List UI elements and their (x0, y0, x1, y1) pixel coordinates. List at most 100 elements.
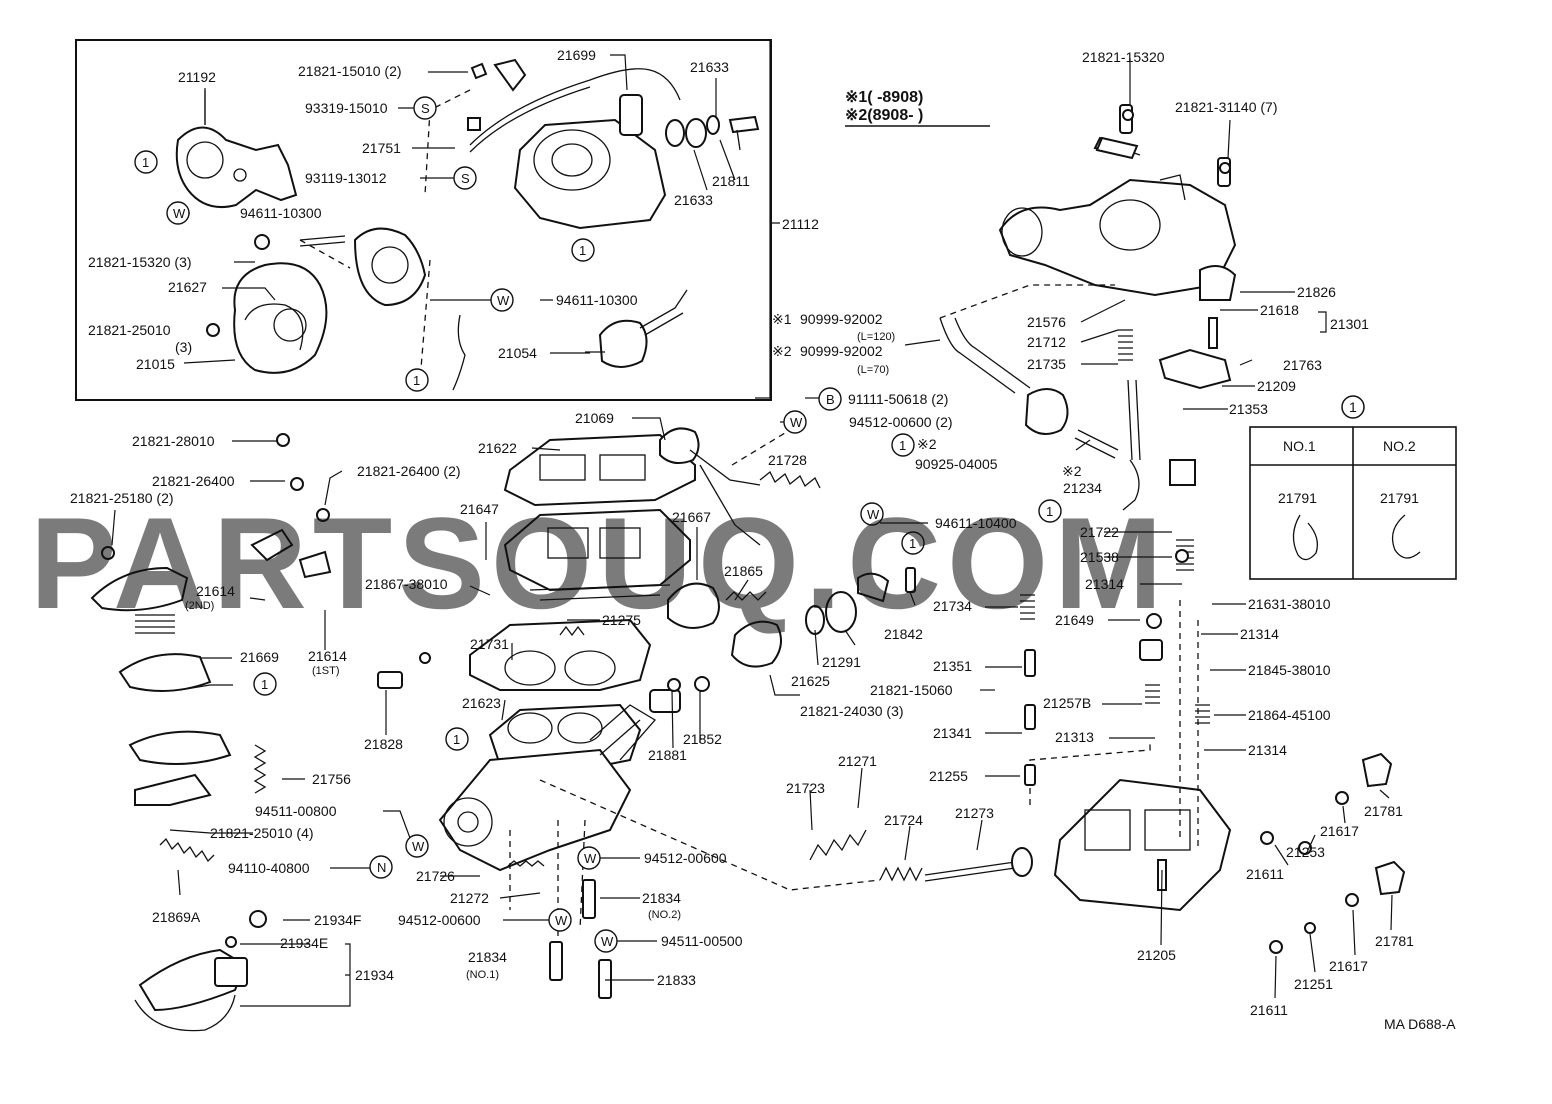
part-label: 21209 (1257, 378, 1296, 394)
inset-box (75, 39, 772, 401)
svg-text:W: W (497, 293, 510, 308)
part-label: 94511-00800 (255, 803, 337, 819)
part-label: 94611-10300 (556, 292, 638, 308)
part-label: 21821-15010 (2) (298, 63, 402, 79)
part-label: 21728 (768, 452, 807, 468)
diaphragm-21192-drawing (175, 90, 298, 209)
part-label: 21869A (152, 909, 201, 925)
callout-circle-w: W (577, 846, 601, 870)
callout-circle-n: N (369, 855, 393, 879)
part-label: 21821-25180 (2) (70, 490, 174, 506)
callout-circle-1: 1 (891, 433, 915, 457)
svg-text:W: W (173, 206, 186, 221)
part-label: 21618 (1260, 302, 1299, 318)
part-label: 21614 (308, 648, 347, 664)
part-label: 21821-15320 (1082, 49, 1165, 65)
part-label: (1ST) (312, 665, 340, 677)
part-label: 21192 (178, 69, 216, 85)
svg-text:1: 1 (899, 438, 906, 453)
throttle-body-21112-drawing (467, 58, 760, 230)
part-label: 21611 (1246, 866, 1284, 882)
callout-symbols: 1 1 1 1 1 1 1 1 S S W W W W W W W W B N (134, 96, 1062, 953)
part-label: 21934 (355, 967, 394, 983)
part-label: 21351 (933, 658, 972, 674)
svg-text:W: W (601, 934, 614, 949)
callout-circle-w: W (548, 908, 572, 932)
part-label: 21828 (364, 736, 403, 752)
carburetor-main-body-drawing (90, 427, 1232, 1032)
star2-mark: ※2 (772, 343, 792, 359)
svg-text:W: W (867, 507, 880, 522)
part-label: 21756 (312, 771, 351, 787)
part-label: 21734 (933, 598, 972, 614)
svg-text:1: 1 (142, 155, 149, 170)
part-label: 21272 (450, 890, 489, 906)
part-label: 21864-45100 (1248, 707, 1331, 723)
table-part-no1: 21791 (1278, 490, 1317, 506)
part-label: 21834 (468, 949, 507, 965)
callout-circle-b: B (818, 387, 842, 411)
callout-circle-w: W (405, 834, 429, 858)
part-label: 21253 (1286, 844, 1325, 860)
part-label: 94511-00500 (661, 933, 743, 949)
part-label: 21617 (1320, 823, 1359, 839)
part-label: 21821-25010 (88, 322, 171, 338)
part-label: 21811 (712, 173, 750, 189)
part-label: 21845-38010 (1248, 662, 1331, 678)
part-label: 21649 (1055, 612, 1094, 628)
part-label: 21731 (470, 636, 509, 652)
part-label: 21667 (672, 509, 711, 525)
part-label: 21852 (683, 731, 722, 747)
part-label: 21781 (1364, 803, 1403, 819)
callout-circle-1: 1 (571, 238, 595, 262)
svg-text:1: 1 (579, 243, 586, 258)
part-label: 21205 (1137, 947, 1176, 963)
svg-text:1: 1 (1046, 504, 1053, 519)
part-label: 21826 (1297, 284, 1336, 300)
callout-circle-1: 1 (134, 150, 158, 174)
part-label: 21622 (478, 440, 517, 456)
svg-text:N: N (377, 860, 386, 875)
part-labels: 21192 21821-15010 (2) 93319-15010 21699 … (70, 47, 1456, 1032)
part-label: 21257B (1043, 695, 1091, 711)
part-label: 21842 (884, 626, 923, 642)
svg-text:1: 1 (909, 536, 916, 551)
part-label: 21627 (168, 279, 207, 295)
svg-text:1: 1 (261, 677, 268, 692)
part-label: 21821-25010 (4) (210, 825, 314, 841)
callout-circle-1: 1 (253, 672, 277, 696)
part-label: 21054 (498, 345, 537, 361)
part-label: 21833 (657, 972, 696, 988)
part-label: (3) (175, 339, 192, 355)
part-label: 21934F (314, 912, 361, 928)
part-label: 21865 (724, 563, 763, 579)
part-label: 21614 (196, 583, 235, 599)
part-label: (NO.1) (466, 969, 499, 981)
callout-circle-w: W (166, 201, 190, 225)
dashed-guides (509, 429, 1199, 945)
note-2: ※2(8908- ) (845, 107, 923, 124)
table-header-no2: NO.2 (1383, 438, 1416, 454)
part-label: 21538 (1080, 549, 1119, 565)
part-label: 21669 (240, 649, 279, 665)
callout-circle-1: 1 (901, 531, 925, 555)
part-label: 21699 (557, 47, 596, 63)
part-label: 21821-15060 (870, 682, 953, 698)
part-label: 21633 (674, 192, 713, 208)
part-label: 21763 (1283, 357, 1322, 373)
part-label: 21291 (822, 654, 861, 670)
part-label: 21751 (362, 140, 401, 156)
table-header-no1: NO.1 (1283, 438, 1316, 454)
part-label: 21633 (690, 59, 729, 75)
part-label: 94512-00600 (2) (849, 414, 953, 430)
part-label: 21821-24030 (3) (800, 703, 904, 719)
callout-circle-s: S (453, 166, 477, 190)
part-label: 21821-28010 (132, 433, 215, 449)
part-label: 21611 (1250, 1002, 1288, 1018)
part-label: 21726 (416, 868, 455, 884)
callout-circle-1: 1 (445, 727, 469, 751)
part-label: 21273 (955, 805, 994, 821)
callout-circle-w: W (783, 410, 807, 434)
part-label: 21112 (782, 216, 819, 232)
